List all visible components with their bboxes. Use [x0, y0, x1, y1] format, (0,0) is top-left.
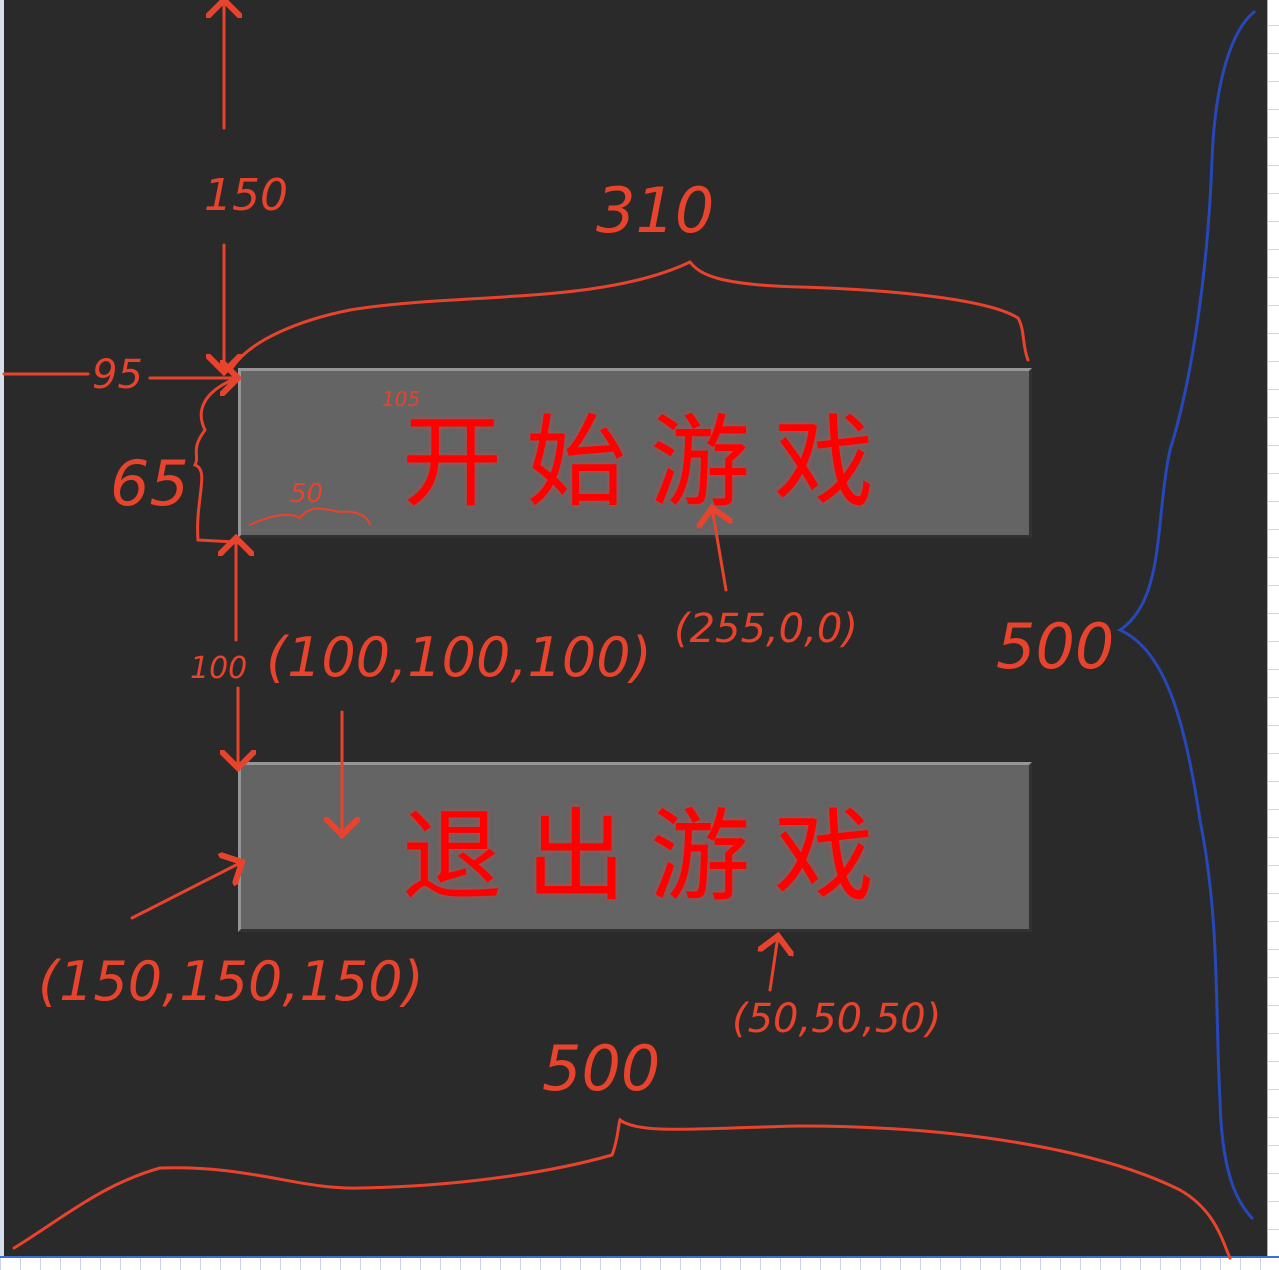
grid-edge-left [0, 0, 4, 1258]
width-brace [230, 260, 1030, 370]
height-label: 65 [110, 447, 189, 520]
highlight-pointer [130, 862, 242, 920]
text-color-pointer [712, 508, 726, 592]
highlight-color-label: (150,150,150) [38, 950, 424, 1013]
indent-label: 50 [290, 479, 323, 509]
window-width-label: 500 [542, 1032, 660, 1105]
bottom-width-brace [12, 1117, 1232, 1260]
gap-label: 100 [190, 651, 247, 686]
right-height-brace [1116, 10, 1256, 1220]
button-color-label: (100,100,100) [266, 626, 652, 689]
window-height-label: 500 [996, 610, 1114, 683]
left-margin-label: 95 [92, 352, 143, 398]
grid-edge-bottom [0, 1256, 1279, 1270]
start-game-label: 开始游戏 [402, 403, 898, 521]
shadow-pointer [770, 936, 778, 992]
height-brace [192, 378, 237, 544]
grid-edge-right [1267, 0, 1279, 1258]
start-game-button[interactable]: 开始游戏 [238, 368, 1032, 538]
text-size-label: 105 [382, 387, 420, 411]
text-color-label: (255,0,0) [674, 606, 858, 652]
quit-game-label: 退出游戏 [402, 797, 898, 915]
indent-brace [249, 507, 371, 526]
quit-game-button[interactable]: 退出游戏 [238, 762, 1032, 932]
shadow-color-label: (50,50,50) [732, 996, 941, 1042]
top-margin-label: 150 [204, 170, 288, 221]
width-label: 310 [596, 174, 714, 247]
